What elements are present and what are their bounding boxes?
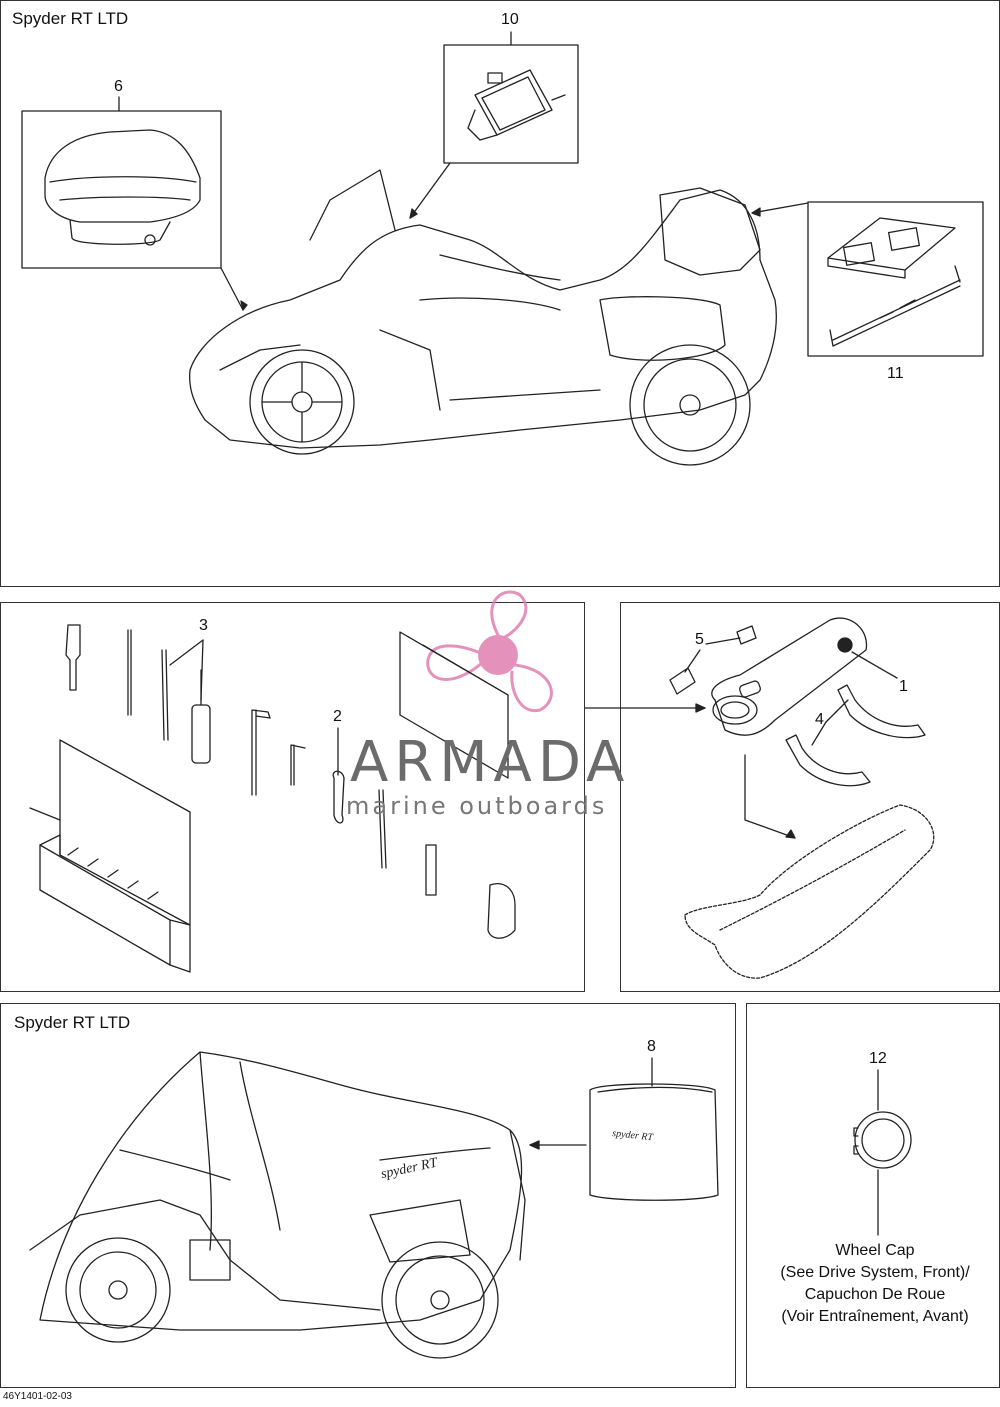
- luggage-rack-illustration: [807, 201, 984, 357]
- wheel-cap-line-3: Capuchon De Roue: [804, 1286, 946, 1303]
- seat-illustration: [21, 96, 222, 269]
- wheel-cap-line-2: (See Drive System, Front)/: [780, 1264, 970, 1281]
- panel-tools: [0, 602, 585, 992]
- callout-4: 4: [815, 711, 824, 728]
- bottom-panel-title: Spyder RT LTD: [14, 1013, 131, 1032]
- callout-10: 10: [501, 11, 519, 28]
- wheel-cap-note: Wheel Cap (See Drive System, Front)/ Cap…: [750, 1240, 1000, 1328]
- tool-roll-illustration: [29, 739, 191, 973]
- callout-5: 5: [695, 631, 704, 648]
- watermark-tagline: marine outboards: [346, 792, 608, 820]
- callout-2: 2: [333, 708, 342, 725]
- callout-11: 11: [887, 365, 904, 382]
- vehicle-cover-illustration: spyder RT: [29, 1051, 526, 1359]
- motorcycle-illustration: [189, 169, 777, 466]
- callout-12: 12: [869, 1050, 887, 1067]
- wheel-cap-line-1: Wheel Cap: [835, 1242, 915, 1259]
- panel-cover: [0, 1003, 736, 1388]
- document-id: 46Y1401-02-03: [3, 1391, 72, 1402]
- propeller-logo: [426, 590, 553, 713]
- svg-text:spyder RT: spyder RT: [612, 1128, 655, 1143]
- callout-8: 8: [647, 1038, 656, 1055]
- tool-bag-illustration: [669, 617, 935, 979]
- wheel-cap-line-4: (Voir Entraînement, Avant): [781, 1308, 969, 1325]
- cover-bag-illustration: spyder RT: [589, 1057, 719, 1201]
- top-panel-title: Spyder RT LTD: [12, 9, 129, 28]
- callout-1: 1: [899, 678, 908, 695]
- wheel-cap-illustration: [853, 1069, 912, 1236]
- callout-3: 3: [199, 617, 208, 634]
- tool-kit-illustration: [65, 624, 516, 939]
- gps-unit-illustration: [443, 31, 579, 164]
- watermark-brand: ARMADA: [350, 730, 631, 795]
- callout-6: 6: [114, 78, 123, 95]
